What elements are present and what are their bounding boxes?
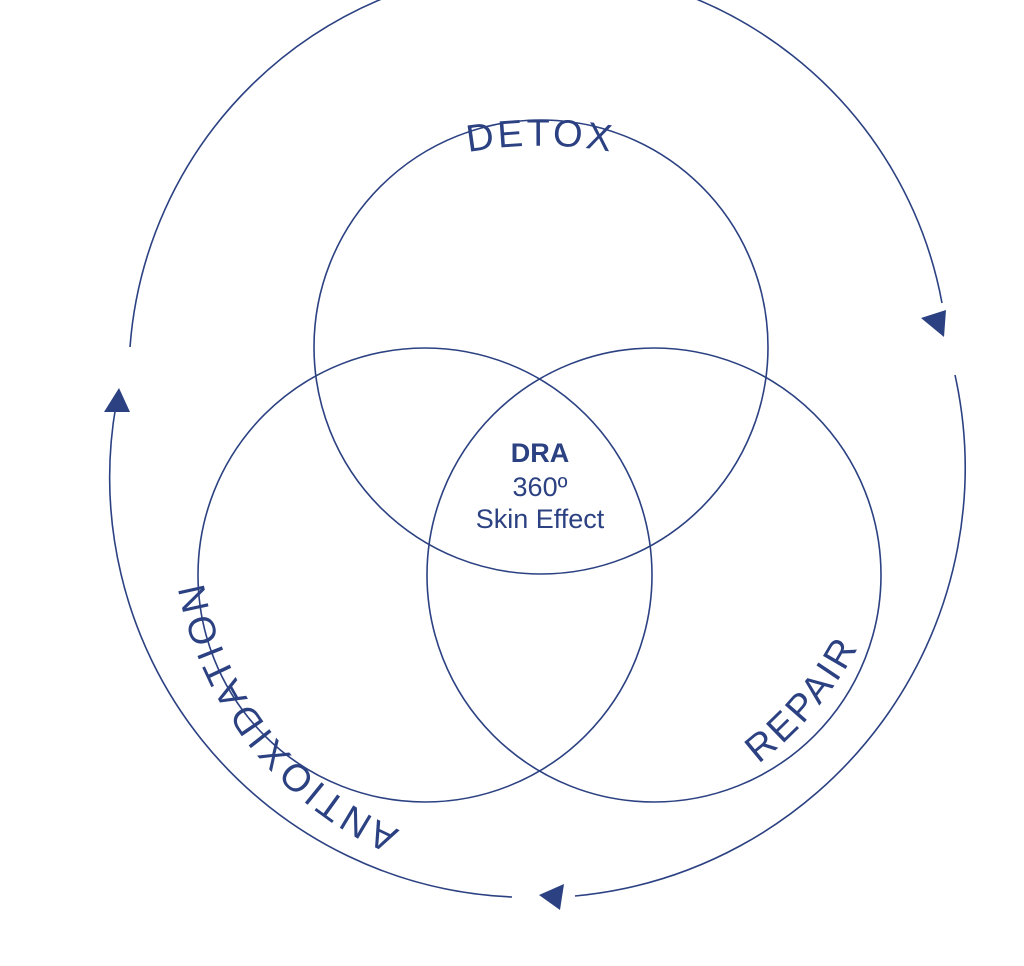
- cycle-arc-right: [574, 374, 966, 897]
- arrow-bottom-icon: [539, 884, 564, 910]
- center-caption: Skin Effect: [476, 504, 605, 534]
- repair-circle: [426, 347, 882, 803]
- detox-label: DETOX: [464, 113, 618, 161]
- venn-circles: [197, 119, 882, 803]
- arrow-left-icon: [104, 388, 130, 412]
- antioxidation-label: ANTIOXIDATION: [170, 578, 403, 860]
- antioxidation-circle: [197, 347, 653, 803]
- center-subtitle: 360º: [513, 472, 568, 502]
- center-title: DRA: [511, 438, 570, 468]
- center-label: DRA 360º Skin Effect: [476, 438, 605, 534]
- cycle-arc-top: [129, 0, 943, 348]
- arrow-top-right-icon: [921, 310, 946, 337]
- cycle-arrows: [104, 310, 946, 910]
- detox-circle: [313, 119, 769, 575]
- cycle-arcs: [108, 0, 966, 898]
- cycle-arc-left: [108, 404, 513, 898]
- repair-label: REPAIR: [738, 629, 868, 771]
